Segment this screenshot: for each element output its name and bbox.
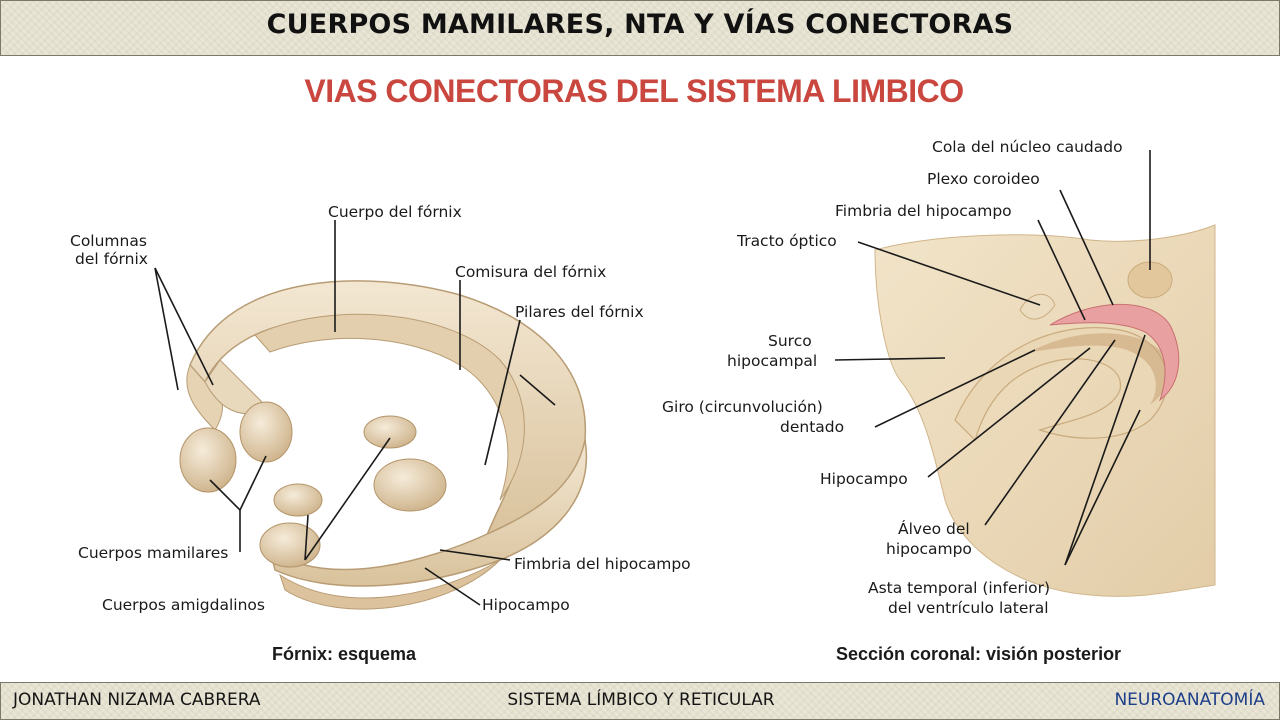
label-fimbria-left: Fimbria del hipocampo <box>514 555 691 573</box>
footer-bar: SISTEMA LÍMBICO Y RETICULAR JONATHAN NIZ… <box>0 682 1280 720</box>
label-giro-2: dentado <box>780 418 844 436</box>
anatomy-illustration: Columnas del fórnix Cuerpo del fórnix Co… <box>70 138 1216 664</box>
label-surco-1: Surco <box>768 332 812 350</box>
footer-author: JONATHAN NIZAMA CABRERA <box>13 690 261 710</box>
label-columnas-1: Columnas <box>70 232 147 250</box>
hippocampus-curl <box>954 327 1168 442</box>
label-mamilares: Cuerpos mamilares <box>78 544 228 562</box>
label-hipocampo-right: Hipocampo <box>820 470 908 488</box>
label-asta-2: del ventrículo lateral <box>888 599 1049 617</box>
coronal-leader-lines <box>834 150 1151 566</box>
label-giro-1: Giro (circunvolución) <box>662 398 823 416</box>
page-title: CUERPOS MAMILARES, NTA Y VÍAS CONECTORAS <box>266 9 1014 40</box>
coronal-section-diagram: Cola del núcleo caudado Plexo coroideo F… <box>662 138 1216 664</box>
label-pilares: Pilares del fórnix <box>515 303 644 321</box>
fimbria-band <box>268 439 588 587</box>
slide-subtitle: VIAS CONECTORAS DEL SISTEMA LIMBICO <box>304 73 964 109</box>
mammillary-body-left <box>179 427 237 493</box>
label-plexo: Plexo coroideo <box>927 170 1040 188</box>
label-hipocampo-left: Hipocampo <box>482 596 570 614</box>
label-cuerpo: Cuerpo del fórnix <box>328 203 462 221</box>
mammillary-body-right <box>239 401 293 463</box>
footer-topic: SISTEMA LÍMBICO Y RETICULAR <box>507 690 775 710</box>
choroid-plexus <box>1049 303 1180 402</box>
label-surco-2: hipocampal <box>727 352 817 370</box>
label-tracto: Tracto óptico <box>736 232 837 250</box>
label-alveo-2: hipocampo <box>886 540 972 558</box>
anatomy-figure: Columnas del fórnix Cuerpo del fórnix Co… <box>30 120 1230 680</box>
amygdala-top <box>363 415 417 449</box>
footer-course: NEUROANATOMÍA <box>1114 690 1265 710</box>
label-asta-1: Asta temporal (inferior) <box>868 579 1050 597</box>
label-comisura: Comisura del fórnix <box>455 263 606 281</box>
label-columnas-2: del fórnix <box>75 250 148 268</box>
fornix-diagram: Columnas del fórnix Cuerpo del fórnix Co… <box>70 203 691 664</box>
caption-coronal: Sección coronal: visión posterior <box>836 644 1121 664</box>
header-bar: CUERPOS MAMILARES, NTA Y VÍAS CONECTORAS <box>0 0 1280 56</box>
caption-fornix: Fórnix: esquema <box>272 644 417 664</box>
label-amigdalinos: Cuerpos amigdalinos <box>102 596 265 614</box>
ventricle <box>1030 333 1169 405</box>
hippocampus-band <box>279 559 501 610</box>
amygdala-left <box>273 483 323 517</box>
fornix-commissure <box>254 313 525 501</box>
label-alveo-1: Álveo del <box>898 519 970 538</box>
amygdala-right <box>373 458 447 512</box>
label-fimbria-right: Fimbria del hipocampo <box>835 202 1012 220</box>
amygdala-lower <box>259 522 321 568</box>
fornix-leader-lines <box>154 220 556 606</box>
label-cola: Cola del núcleo caudado <box>932 138 1123 156</box>
